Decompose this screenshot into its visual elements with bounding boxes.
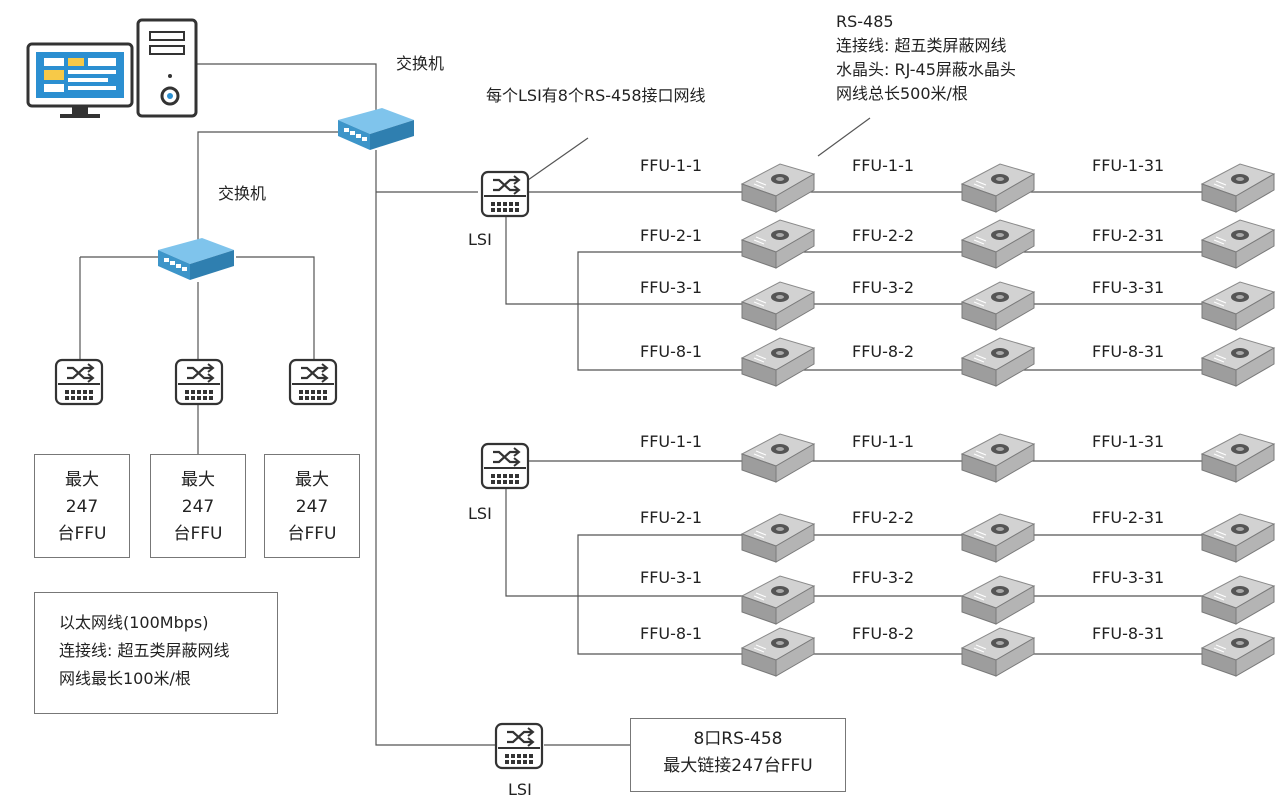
ffu-icon [741,163,815,213]
max-line: 247 [295,497,329,517]
ffu-icon [1201,337,1275,387]
ffu-icon [741,433,815,483]
lsi-icon-group1 [480,170,530,218]
ffu-icon [961,163,1035,213]
lsi-icon-bottom [494,722,544,770]
lsi-icon-group2 [480,442,530,490]
ffu-label: FFU-1-1 [852,432,915,451]
ffu-label: FFU-8-2 [852,342,915,361]
ffu-icon [961,337,1035,387]
rs485-info: RS-485 连接线: 超五类屏蔽网线 水晶头: RJ-45屏蔽水晶头 网线总长… [836,10,1016,106]
lsi-icon-1 [54,358,104,406]
max-ffu-box-2: 最大 247 台FFU [150,454,246,558]
ethernet-line: 网线最长100米/根 [59,669,191,688]
max-ffu-box-3: 最大 247 台FFU [264,454,360,558]
lsi-label-group2: LSI [468,504,492,523]
ffu-label: FFU-1-1 [852,156,915,175]
ffu-label: FFU-3-1 [640,568,703,587]
max-line: 台FFU [173,524,223,544]
ffu-icon [961,219,1035,269]
ffu-icon [1201,575,1275,625]
ethernet-line: 连接线: 超五类屏蔽网线 [59,641,230,660]
ffu-icon [741,281,815,331]
ffu-label: FFU-8-31 [1092,624,1165,643]
ffu-label: FFU-2-31 [1092,226,1165,245]
ffu-label: FFU-3-31 [1092,568,1165,587]
rs485-line: RS-485 [836,12,894,31]
ffu-label: FFU-2-1 [640,226,703,245]
switch-top-label: 交换机 [396,54,445,73]
ffu-label: FFU-8-1 [640,624,703,643]
lsi-capacity-box: 8口RS-458 最大链接247台FFU [630,718,846,792]
ffu-units [741,163,1275,677]
max-line: 247 [181,497,215,517]
max-line: 最大 [295,470,329,490]
ffu-label: FFU-3-31 [1092,278,1165,297]
max-line: 最大 [181,470,215,490]
ffu-icon [741,575,815,625]
ffu-icon [1201,219,1275,269]
switch-left-icon [158,238,234,280]
switch-left-label: 交换机 [218,184,267,203]
ffu-icon [741,337,815,387]
max-line: 247 [65,497,99,517]
rs485-line: 连接线: 超五类屏蔽网线 [836,36,1007,55]
ffu-icon [1201,281,1275,331]
rs485-line: 网线总长500米/根 [836,84,968,103]
ffu-icon [741,219,815,269]
lsi-icon-2 [174,358,224,406]
ethernet-line: 以太网线(100Mbps) [59,613,209,632]
switch-top-icon [338,108,414,150]
max-ffu-box-1: 最大 247 台FFU [34,454,130,558]
ffu-icon [741,627,815,677]
ffu-icon [741,513,815,563]
ffu-label: FFU-2-1 [640,508,703,527]
ffu-icon [961,281,1035,331]
max-line: 台FFU [57,524,107,544]
ffu-label: FFU-1-1 [640,432,703,451]
ffu-label: FFU-1-31 [1092,156,1165,175]
ffu-icon [961,575,1035,625]
ffu-icon [961,433,1035,483]
ethernet-info-box: 以太网线(100Mbps) 连接线: 超五类屏蔽网线 网线最长100米/根 [34,592,278,714]
ffu-label: FFU-2-2 [852,226,915,245]
ffu-icon [1201,163,1275,213]
ffu-label: FFU-8-1 [640,342,703,361]
max-line: 最大 [65,470,99,490]
ffu-label: FFU-1-31 [1092,432,1165,451]
ffu-icon [1201,627,1275,677]
ffu-label: FFU-3-2 [852,278,915,297]
ffu-icon [1201,433,1275,483]
lsi-capacity-line: 最大链接247台FFU [663,756,813,776]
lsi-label-bottom: LSI [508,780,532,799]
lsi-icon-3 [288,358,338,406]
rs485-line: 水晶头: RJ-45屏蔽水晶头 [836,60,1016,79]
max-line: 台FFU [287,524,337,544]
lsi-label-group1: LSI [468,230,492,249]
ffu-label: FFU-2-31 [1092,508,1165,527]
ffu-icon [961,513,1035,563]
ffu-icon [1201,513,1275,563]
per-lsi-note: 每个LSI有8个RS-458接口网线 [486,86,706,105]
pc-tower-icon [136,18,198,118]
lsi-capacity-line: 8口RS-458 [693,729,783,749]
ffu-label: FFU-2-2 [852,508,915,527]
ffu-label: FFU-3-1 [640,278,703,297]
ffu-label: FFU-3-2 [852,568,915,587]
ffu-icon [961,627,1035,677]
monitor-icon [26,42,134,118]
ffu-label: FFU-8-31 [1092,342,1165,361]
ffu-label: FFU-1-1 [640,156,703,175]
ffu-label: FFU-8-2 [852,624,915,643]
